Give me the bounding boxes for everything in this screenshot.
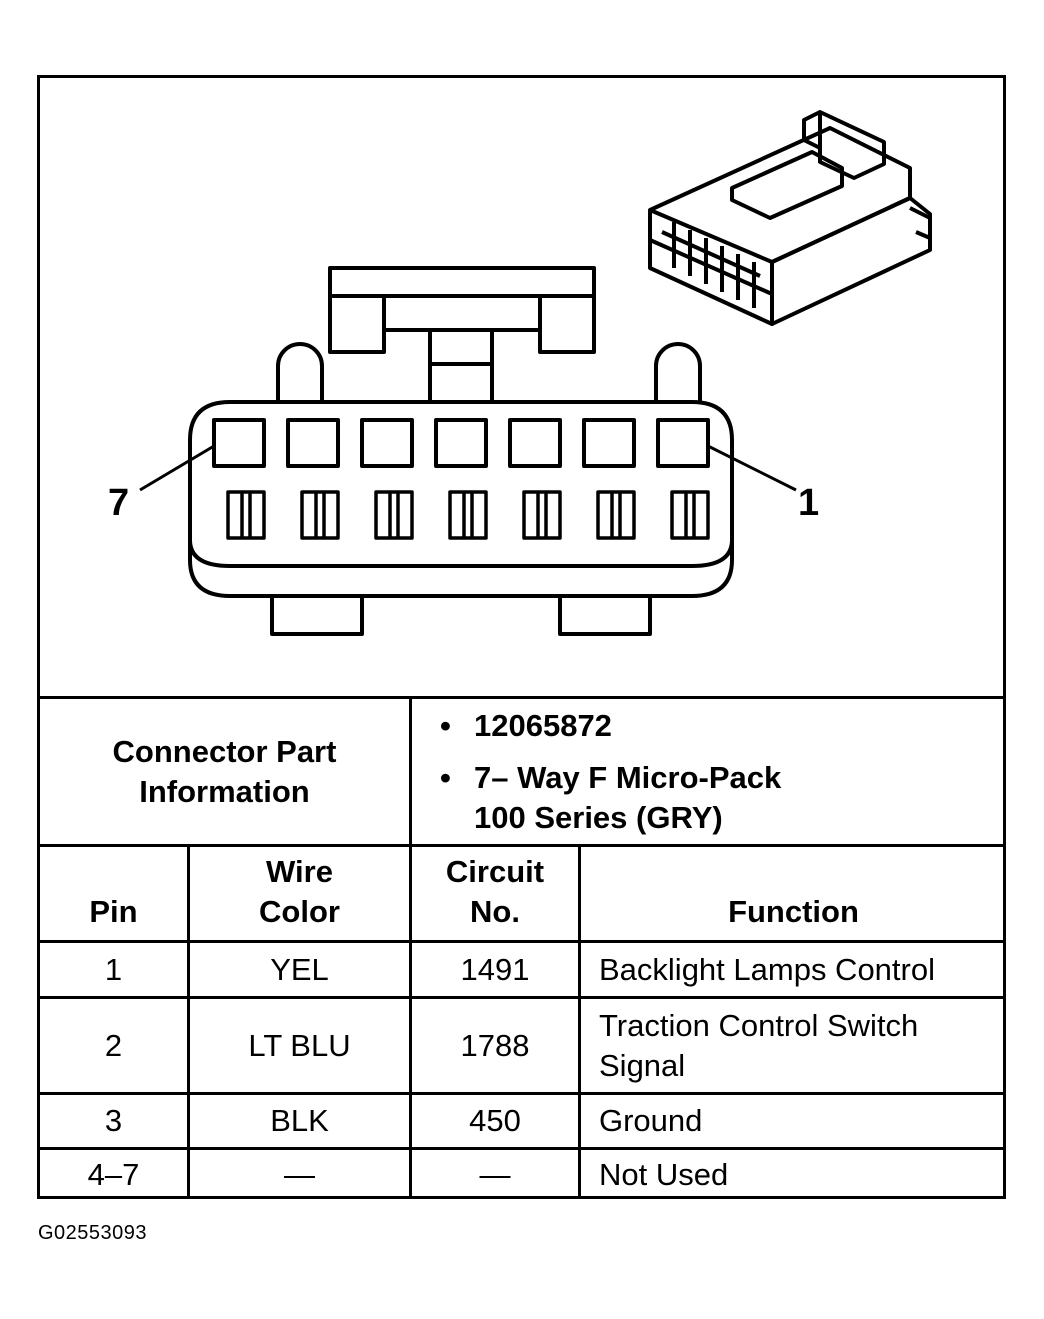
divider — [37, 1092, 1006, 1095]
pin-label-7: 7 — [108, 482, 130, 524]
table-cell-pin: 4–7 — [87, 1156, 140, 1192]
leader-line-pin7 — [139, 444, 215, 492]
cavity-upper — [434, 418, 488, 468]
cavity-upper — [582, 418, 636, 468]
table-cell-function: Not Used — [599, 1156, 729, 1192]
divider — [37, 940, 1006, 943]
table-cell-pin: 2 — [104, 1027, 123, 1063]
table-cell-wire-color: YEL — [270, 951, 329, 987]
connector-isometric-icon — [648, 110, 932, 326]
cavity-upper — [508, 418, 562, 468]
divider — [187, 844, 190, 1199]
pin-label-1: 1 — [798, 482, 820, 524]
diagram-frame — [37, 75, 1006, 1199]
table-cell-circuit: — — [479, 1156, 511, 1192]
divider — [37, 1147, 1006, 1150]
latch-body — [328, 294, 596, 400]
table-cell-circuit: 450 — [469, 1103, 521, 1138]
post-left — [276, 342, 324, 402]
table-cell-pin: 1 — [104, 951, 123, 987]
divider — [409, 696, 412, 1199]
post-right — [654, 342, 702, 402]
table-cell-wire-color: BLK — [270, 1103, 329, 1138]
figure-id: G02553093 — [38, 1222, 148, 1244]
divider — [578, 844, 581, 1199]
table-cell-function: Traction Control Switch Signal — [599, 1007, 919, 1083]
tab-bottom-left — [270, 596, 364, 636]
divider — [37, 844, 1006, 847]
cavity-upper — [212, 418, 266, 468]
header-function: Function — [728, 894, 859, 929]
tab-bottom-right — [558, 596, 652, 636]
table-cell-function: Ground — [599, 1103, 703, 1138]
connector-diagram — [139, 110, 932, 636]
cavity-upper — [656, 418, 710, 468]
divider — [37, 696, 1006, 699]
part-number: •12065872 — [440, 707, 612, 743]
connector-info-label: Connector Part Information — [112, 733, 337, 809]
connector-description-line2: 100 Series (GRY) — [474, 799, 723, 835]
connector-description: •7– Way F Micro-Pack — [440, 759, 782, 795]
header-pin: Pin — [89, 894, 138, 929]
cavity-upper — [286, 418, 340, 468]
leader-line-pin1 — [707, 444, 797, 492]
table-cell-wire-color: LT BLU — [248, 1027, 351, 1063]
terminal-windows — [226, 490, 710, 540]
table-cell-wire-color: — — [284, 1156, 315, 1192]
connector-info-details: •12065872 •7– Way F Micro-Pack 100 Serie… — [412, 699, 1006, 844]
divider — [37, 996, 1006, 999]
table-cell-function: Backlight Lamps Control — [599, 951, 935, 987]
table-cell-circuit: 1788 — [460, 1027, 530, 1063]
cavity-upper — [360, 418, 414, 468]
table-cell-circuit: 1491 — [460, 951, 530, 987]
table-cell-pin: 3 — [104, 1103, 123, 1138]
connector-housing — [188, 400, 734, 598]
